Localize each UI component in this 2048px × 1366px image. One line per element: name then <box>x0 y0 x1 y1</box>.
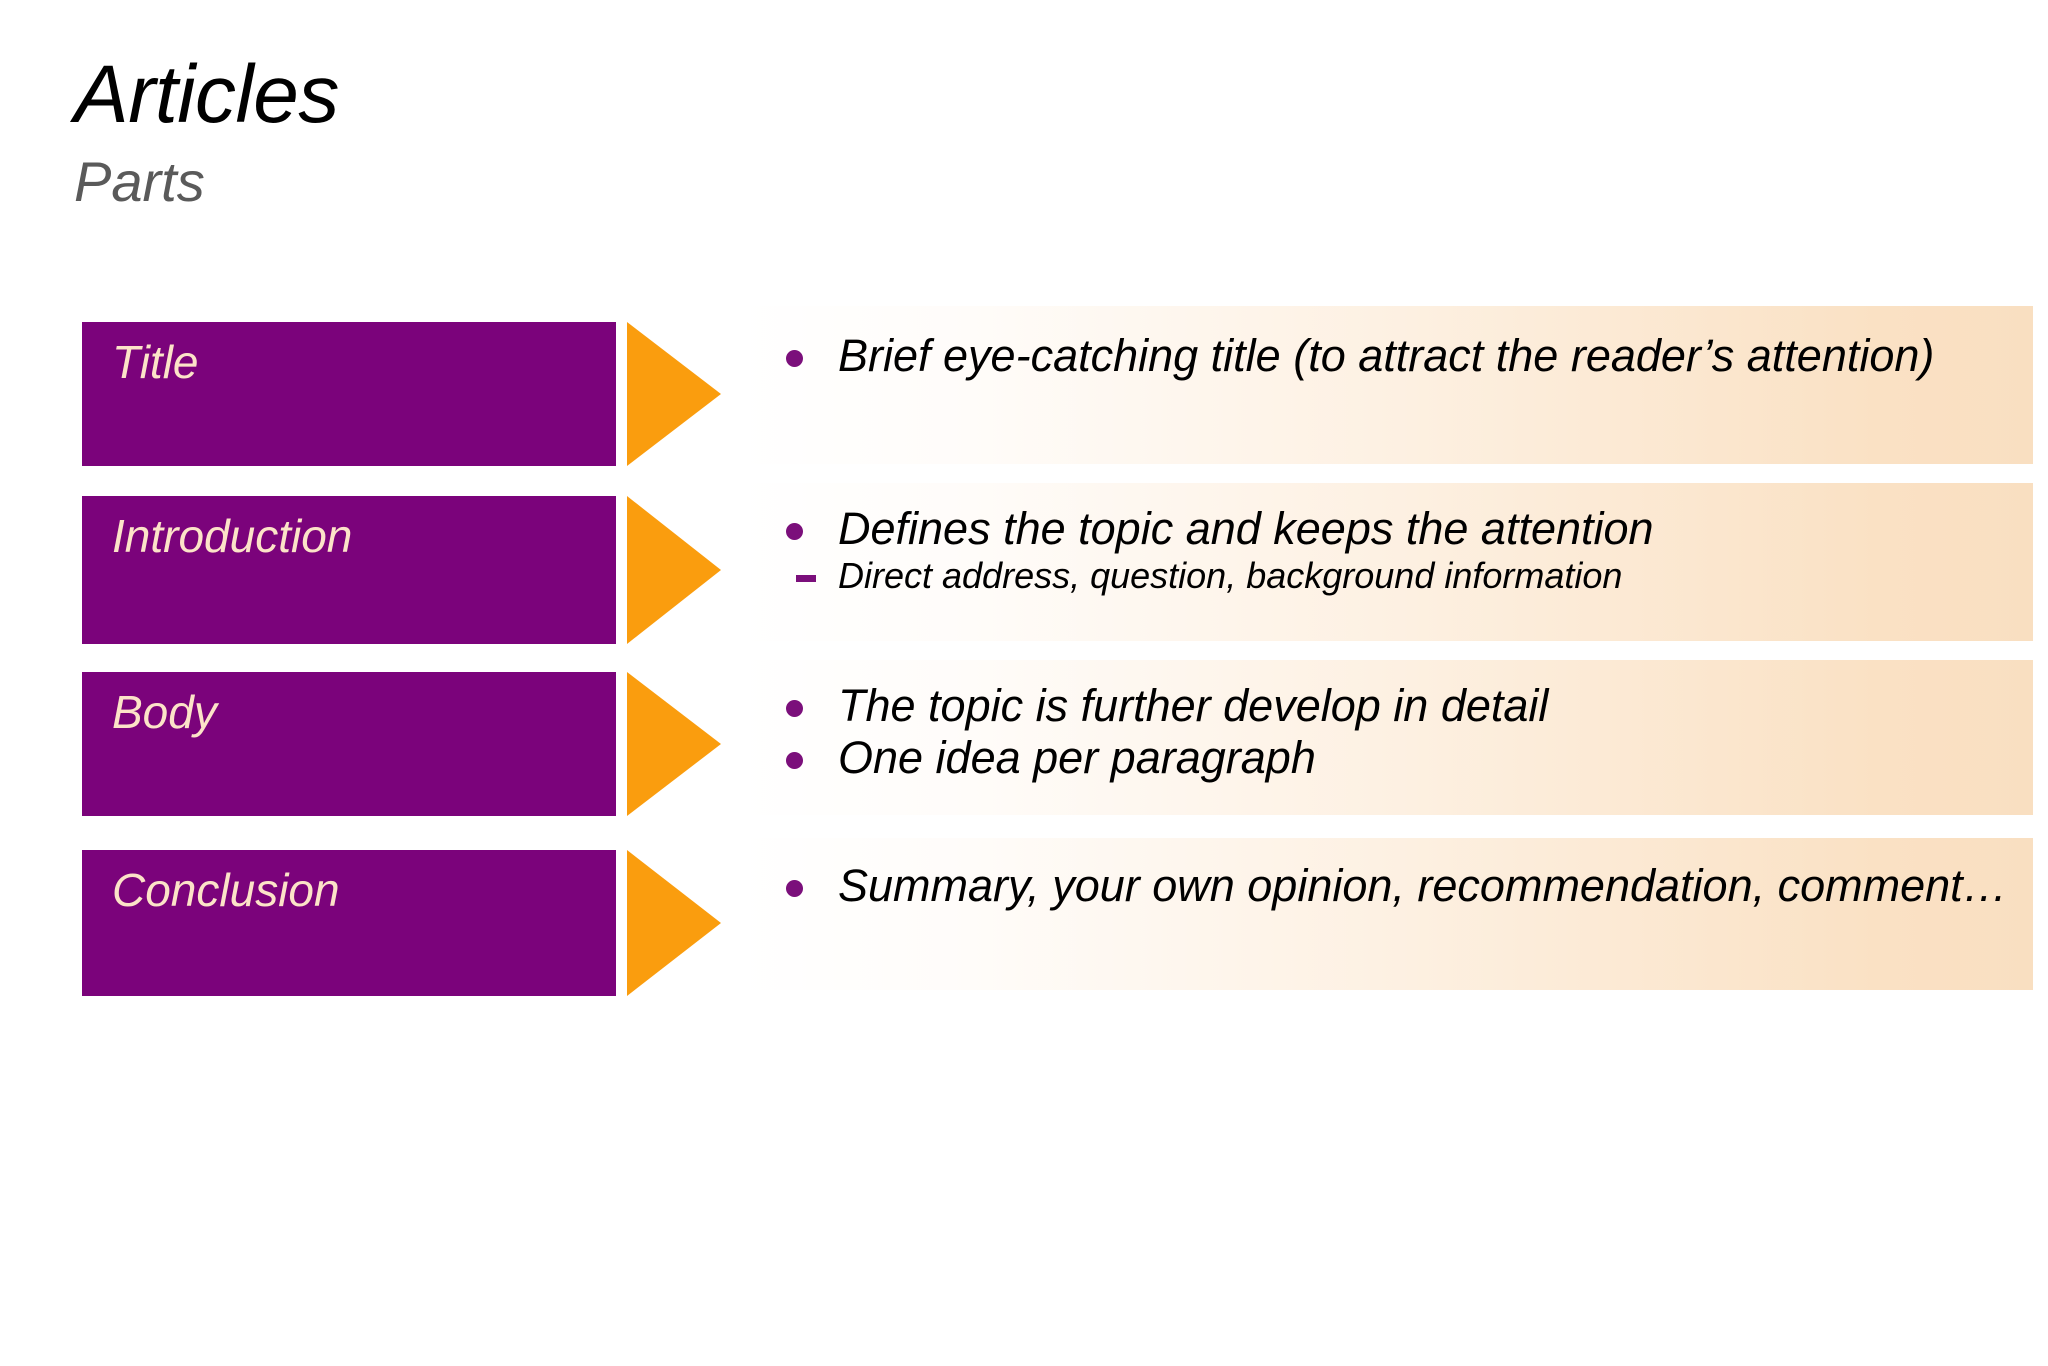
right-triangle-icon <box>627 496 724 644</box>
list-item: One idea per paragraph <box>770 734 2019 782</box>
content-panel-title: Brief eye-catching title (to attract the… <box>740 306 2033 464</box>
label-box-text: Body <box>112 686 217 738</box>
list-item-text: Brief eye-catching title (to attract the… <box>838 330 1935 381</box>
list-item-text: Summary, your own opinion, recommendatio… <box>838 860 2008 911</box>
right-triangle-icon <box>627 850 724 996</box>
list-item-text: The topic is further develop in detail <box>838 680 1549 731</box>
label-box-introduction[interactable]: Introduction <box>82 496 616 644</box>
label-box-title[interactable]: Title <box>82 322 616 466</box>
right-triangle-icon <box>627 322 724 466</box>
dash-bullet-icon <box>796 574 816 582</box>
filled-circle-bullet-icon <box>786 752 803 770</box>
filled-circle-bullet-icon <box>786 880 803 897</box>
filled-circle-bullet-icon <box>786 523 803 540</box>
list-item: Direct address, question, background inf… <box>770 555 2019 597</box>
content-panel-body: The topic is further develop in detail O… <box>740 660 2033 815</box>
content-panel-introduction: Defines the topic and keeps the attentio… <box>740 483 2033 641</box>
label-box-text: Introduction <box>112 510 353 562</box>
filled-circle-bullet-icon <box>786 350 803 367</box>
label-box-text: Conclusion <box>112 864 340 916</box>
list-item: Summary, your own opinion, recommendatio… <box>770 860 2019 911</box>
bullet-list: Brief eye-catching title (to attract the… <box>770 330 2019 381</box>
right-triangle-icon <box>627 672 724 816</box>
list-item: Brief eye-catching title (to attract the… <box>770 330 2019 381</box>
list-item-text: Defines the topic and keeps the attentio… <box>838 503 1654 554</box>
label-box-body[interactable]: Body <box>82 672 616 816</box>
filled-circle-bullet-icon <box>786 700 803 717</box>
label-box-text: Title <box>112 336 199 388</box>
page-subtitle: Parts <box>74 150 205 213</box>
bullet-list: Summary, your own opinion, recommendatio… <box>770 860 2019 911</box>
bullet-list: The topic is further develop in detail O… <box>770 680 2019 782</box>
content-panel-conclusion: Summary, your own opinion, recommendatio… <box>740 838 2033 990</box>
list-item: Defines the topic and keeps the attentio… <box>770 503 2019 554</box>
bullet-list: Defines the topic and keeps the attentio… <box>770 503 2019 597</box>
list-item-text: Direct address, question, background inf… <box>838 555 1623 597</box>
list-item-text: One idea per paragraph <box>838 732 1316 784</box>
slide-heading: Articles Parts <box>74 54 339 210</box>
list-item: The topic is further develop in detail <box>770 680 2019 731</box>
label-box-conclusion[interactable]: Conclusion <box>82 850 616 996</box>
page-title: Articles <box>74 49 339 140</box>
